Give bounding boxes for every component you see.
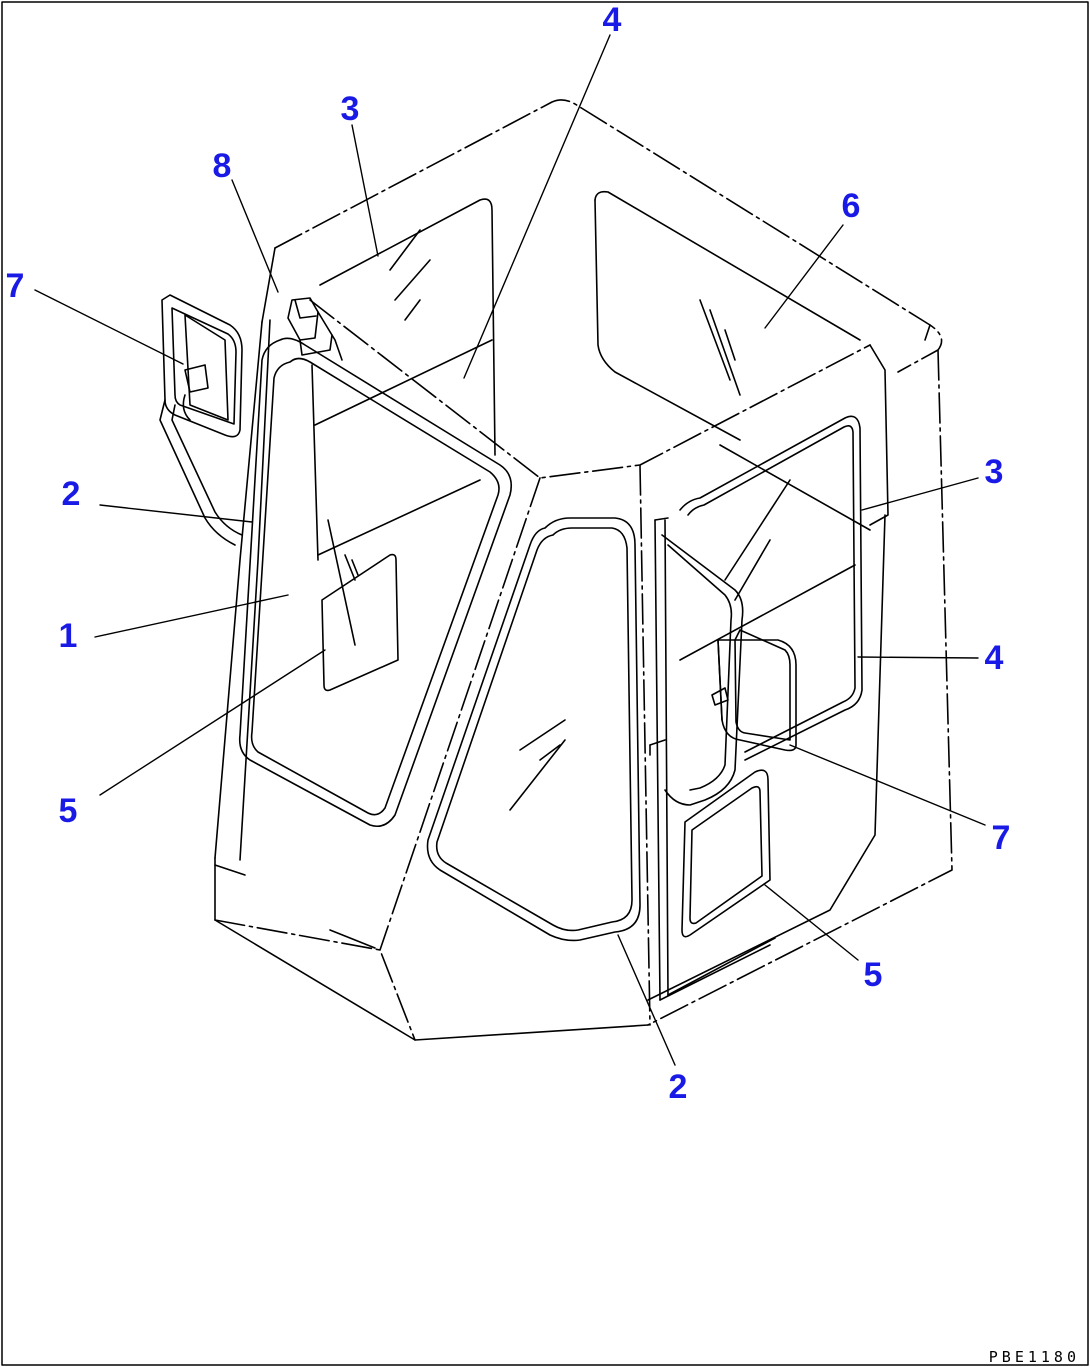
left-small-window xyxy=(321,519,399,692)
bracket-part8 xyxy=(287,297,343,361)
callout-2-left: 2 xyxy=(62,475,81,513)
cab-body-outline xyxy=(214,99,953,1041)
callout-1: 1 xyxy=(59,617,78,655)
rear-glass-part6 xyxy=(594,190,861,441)
right-mirror xyxy=(711,629,797,752)
right-door-frame xyxy=(649,517,776,1001)
callout-2-bottom: 2 xyxy=(669,1068,688,1106)
callout-labels: 4 3 8 6 7 2 1 5 3 4 7 5 2 xyxy=(6,1,1011,1106)
callout-3-right: 3 xyxy=(985,453,1004,491)
left-door-frame xyxy=(238,337,513,828)
callout-5-right: 5 xyxy=(864,956,883,994)
callout-4-top: 4 xyxy=(603,1,622,39)
callout-5-left: 5 xyxy=(59,792,78,830)
front-windshield-frame xyxy=(426,517,641,942)
drawing-code: PBE1180 xyxy=(989,1348,1080,1366)
callout-3-top: 3 xyxy=(341,90,360,128)
callout-8: 8 xyxy=(213,147,232,185)
right-rear-glass xyxy=(679,415,871,761)
callout-7-right: 7 xyxy=(992,819,1011,857)
callout-6: 6 xyxy=(842,187,861,225)
callout-7-left: 7 xyxy=(6,267,25,305)
leader-lines xyxy=(34,34,986,1066)
callout-4-right: 4 xyxy=(985,639,1004,677)
left-side-glass xyxy=(314,198,496,556)
left-mirror xyxy=(159,294,243,546)
